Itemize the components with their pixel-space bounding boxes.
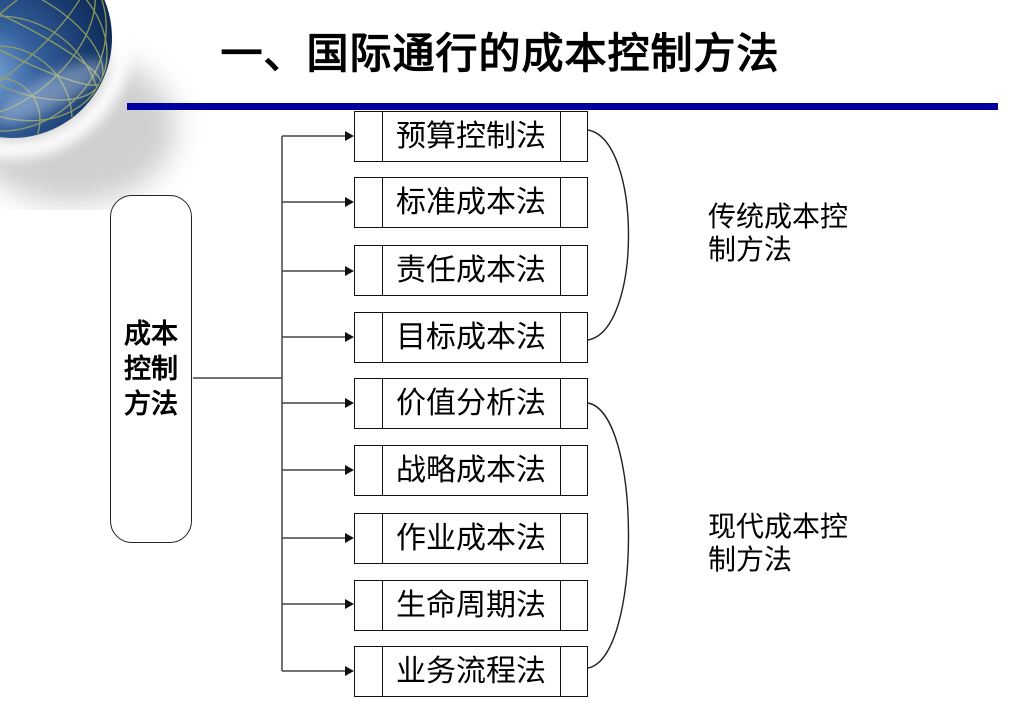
method-label: 责任成本法 [396,252,546,288]
method-box-activity-based-cost: 作业成本法 [354,513,588,564]
globe-icon [0,0,176,204]
method-box-target-cost: 目标成本法 [354,312,588,363]
bracket-traditional [587,129,630,341]
title-rule [127,103,998,110]
group-label-traditional: 传统成本控制方法 [708,200,849,266]
branch-arrowhead-4 [345,332,354,342]
root-node-label: 成本控制方法 [124,318,178,420]
method-box-life-cycle: 生命周期法 [354,580,588,631]
method-box-budget-control: 预算控制法 [354,111,588,162]
group-label-modern: 现代成本控制方法 [708,510,849,576]
method-label: 生命周期法 [396,587,546,623]
method-label: 业务流程法 [396,653,546,689]
method-label: 战略成本法 [396,452,546,488]
branch-arrowhead-7 [345,533,354,543]
method-box-standard-cost: 标准成本法 [354,177,588,228]
branch-arrowhead-2 [345,197,354,207]
method-label: 目标成本法 [396,319,546,355]
root-node-box: 成本控制方法 [110,195,192,543]
method-label: 价值分析法 [396,385,546,421]
branch-arrowhead-8 [345,599,354,609]
method-box-strategic-cost: 战略成本法 [354,445,588,496]
method-label: 作业成本法 [396,520,546,556]
method-box-responsibility-cost: 责任成本法 [354,245,588,296]
globe-halo [0,0,133,159]
branch-arrowhead-1 [345,131,354,141]
method-label: 标准成本法 [396,184,546,220]
bracket-modern [587,402,630,669]
method-box-value-analysis: 价值分析法 [354,378,588,429]
globe-highlight [0,59,108,125]
branch-arrowhead-6 [345,465,354,475]
branch-arrowhead-3 [345,266,354,276]
branch-arrowhead-5 [345,398,354,408]
method-label: 预算控制法 [396,118,546,154]
method-box-business-process: 业务流程法 [354,646,588,697]
branch-arrowhead-9 [345,666,354,676]
slide-title: 一、国际通行的成本控制方法 [220,29,780,78]
